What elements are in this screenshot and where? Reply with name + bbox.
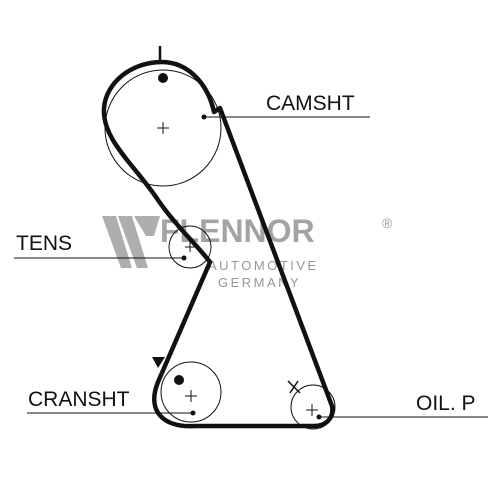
crankshaft-label: CRANSHT [28, 388, 130, 411]
timing-belt [101, 59, 335, 429]
tensioner-label: TENS [16, 232, 72, 255]
watermark-line-germany: GERMANY [218, 275, 301, 290]
camshaft-timing-dot [158, 73, 168, 83]
oil-pump-timing-mark [287, 380, 301, 394]
oil-pump-label: OIL. P [416, 392, 476, 415]
watermark-line-automotive: AUTOMOTIVE [208, 258, 319, 273]
camshaft-label: CAMSHT [266, 92, 355, 115]
crankshaft-timing-dot [174, 375, 184, 385]
crankshaft-timing-arrow [152, 357, 165, 368]
watermark-registered-mark: ® [382, 215, 393, 231]
flennor-logo-icon [102, 216, 160, 268]
tensioner-pulley [168, 225, 212, 269]
flennor-watermark: FLENNOR ® AUTOMOTIVE GERMANY [102, 213, 393, 290]
